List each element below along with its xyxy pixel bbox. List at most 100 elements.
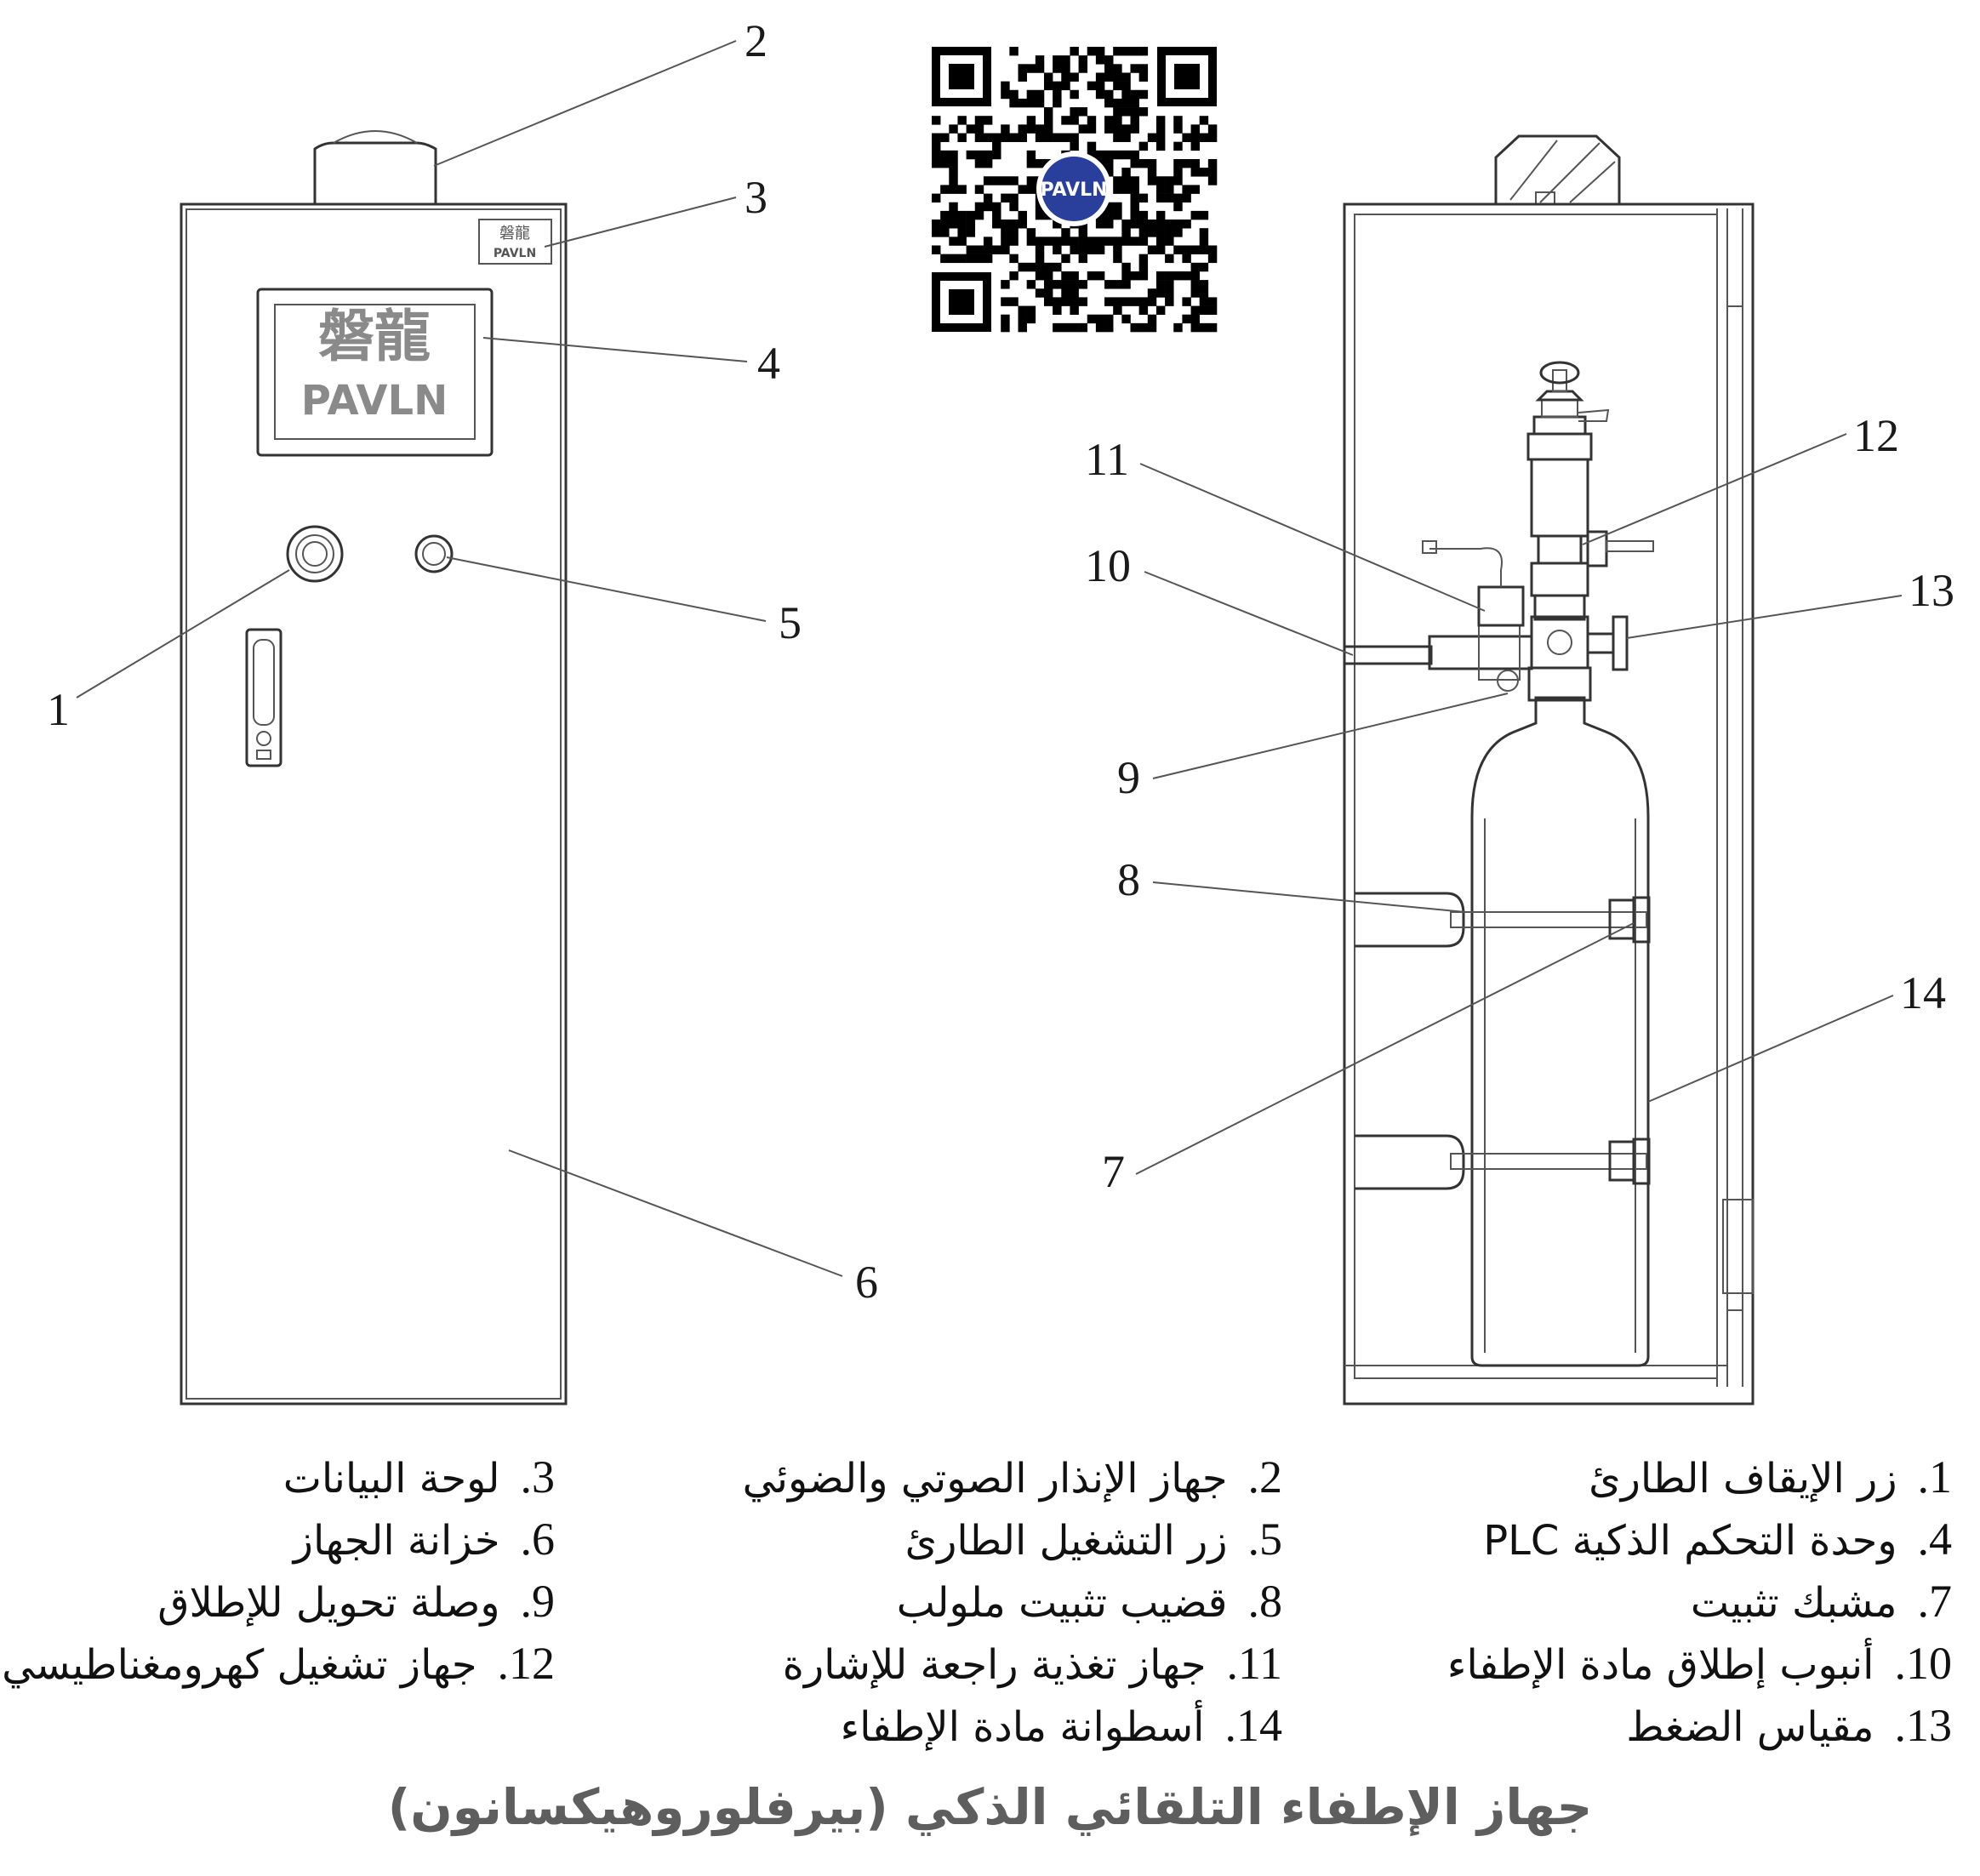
- qr-module: [983, 193, 993, 203]
- qr-module: [1035, 288, 1045, 298]
- qr-module: [1155, 176, 1166, 185]
- callout-8: 8: [1117, 854, 1140, 905]
- qr-module: [1009, 202, 1019, 212]
- qr-module: [1104, 98, 1114, 108]
- qr-module: [1138, 141, 1149, 151]
- qr-module: [1043, 107, 1053, 117]
- qr-module: [1053, 98, 1062, 108]
- qr-module: [1078, 297, 1088, 306]
- qr-module: [1121, 107, 1131, 117]
- qr-module: [1009, 254, 1019, 264]
- qr-module: [1190, 288, 1200, 298]
- qr-module: [1009, 47, 1019, 56]
- qr-module: [1026, 237, 1036, 246]
- qr-module: [940, 185, 950, 194]
- callout-1: 1: [47, 684, 70, 735]
- qr-module: [1165, 280, 1174, 289]
- qr-module: [1001, 297, 1010, 306]
- qr-module: [1061, 288, 1070, 298]
- qr-module: [1001, 314, 1010, 324]
- qr-module: [1061, 81, 1070, 91]
- qr-module: [1104, 314, 1114, 324]
- qr-module: [1043, 271, 1053, 281]
- qr-module: [1009, 220, 1019, 229]
- legend-item-7: 7.مشبك تثبيت: [1690, 1576, 1952, 1627]
- qr-module: [1009, 176, 1019, 185]
- qr-module: [1155, 193, 1166, 203]
- plc-screen: [256, 288, 494, 457]
- qr-module: [1001, 228, 1010, 237]
- qr-module: [1026, 150, 1036, 160]
- qr-module: [1130, 210, 1139, 220]
- qr-module: [1113, 237, 1122, 246]
- qr-module: [1165, 254, 1174, 264]
- qr-module: [1053, 305, 1062, 315]
- qr-module: [1095, 271, 1105, 281]
- qr-module: [1035, 55, 1045, 65]
- qr-module: [1061, 228, 1070, 237]
- qr-module: [1043, 124, 1053, 134]
- qr-module: [1121, 237, 1131, 246]
- qr-module: [1070, 288, 1079, 298]
- qr-module: [1182, 133, 1191, 142]
- qr-module: [957, 210, 967, 220]
- qr-module: [1009, 89, 1019, 100]
- qr-module: [1207, 305, 1218, 315]
- qr-module: [1078, 254, 1088, 264]
- qr-module: [966, 245, 976, 254]
- qr-module: [957, 254, 967, 264]
- qr-module: [1173, 168, 1183, 177]
- qr-module: [1147, 220, 1157, 229]
- qr-module: [1053, 297, 1062, 306]
- qr-module: [1121, 271, 1131, 281]
- screen-brand-latin: PAVLN: [301, 377, 448, 425]
- qr-module: [1078, 64, 1088, 73]
- qr-module: [1173, 228, 1183, 237]
- qr-module: [992, 220, 1001, 229]
- qr-module: [1095, 322, 1105, 333]
- nameplate-brand-cn: 磐龍: [499, 225, 530, 242]
- threaded-rod: [1450, 911, 1647, 928]
- qr-module: [1035, 124, 1045, 134]
- qr-module: [1001, 133, 1010, 142]
- qr-module: [1155, 124, 1166, 134]
- qr-module: [1026, 176, 1036, 185]
- qr-module: [1207, 245, 1218, 254]
- qr-module: [1190, 133, 1200, 142]
- callout-7: 7: [1102, 1146, 1125, 1197]
- qr-module: [1165, 185, 1174, 194]
- qr-module: [1001, 124, 1010, 134]
- qr-module: [1009, 237, 1019, 246]
- qr-module: [1138, 220, 1149, 229]
- qr-module: [1121, 72, 1131, 82]
- qr-module: [1095, 220, 1105, 229]
- qr-module: [1182, 220, 1191, 229]
- qr-module: [1087, 116, 1097, 125]
- qr-module: [1173, 193, 1183, 203]
- legend-item-2: 2.جهاز الإنذار الصوتي والضوئي: [742, 1451, 1282, 1503]
- legend-item-11: 11.جهاز تغذية راجعة للإشارة: [782, 1638, 1282, 1689]
- qr-module: [1053, 262, 1062, 272]
- qr-module: [1113, 185, 1122, 194]
- qr-module: [1026, 89, 1036, 100]
- qr-module: [1018, 133, 1027, 142]
- qr-module: [1155, 245, 1166, 254]
- qr-module: [974, 202, 984, 212]
- qr-module: [1121, 124, 1131, 134]
- callout-5: 5: [779, 597, 802, 648]
- qr-module: [1121, 220, 1131, 229]
- qr-module: [1095, 237, 1105, 246]
- qr-module: [1053, 322, 1062, 333]
- qr-module: [1199, 116, 1209, 125]
- legend-item-10: 10.أنبوب إطلاق مادة الإطفاء: [1446, 1638, 1952, 1689]
- qr-module: [1026, 158, 1036, 168]
- qr-module: [1095, 314, 1105, 324]
- qr-module: [1043, 116, 1053, 125]
- qr-module: [1190, 168, 1200, 177]
- qr-module: [1147, 297, 1157, 306]
- nameplate: [478, 219, 552, 265]
- qr-module: [1061, 237, 1070, 246]
- qr-module: [974, 210, 984, 220]
- qr-module: [1130, 185, 1139, 194]
- qr-module: [1078, 237, 1088, 246]
